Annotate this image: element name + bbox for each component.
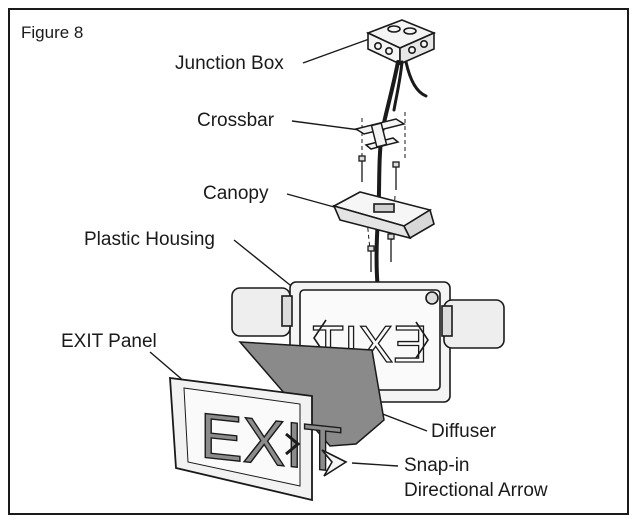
- snap-in-arrow: [321, 449, 348, 477]
- leader-snap-in-arrow: [351, 462, 399, 467]
- leader-junction-box: [302, 37, 373, 64]
- crossbar: [354, 118, 406, 150]
- panel-exit-text: EXIT: [200, 399, 342, 486]
- figure-label: Figure 8: [21, 23, 84, 42]
- screws: [358, 155, 400, 272]
- exit-panel: [169, 376, 313, 502]
- junction-box: [365, 19, 437, 66]
- label-directional-arrow: Directional Arrow: [404, 480, 548, 501]
- label-exit-panel: EXIT Panel: [61, 331, 157, 352]
- leader-plastic-housing: [233, 239, 291, 286]
- label-diffuser: Diffuser: [431, 421, 497, 442]
- leader-exit-panel: [149, 351, 186, 383]
- label-plastic-housing: Plastic Housing: [84, 229, 215, 250]
- supply-wires: [374, 60, 428, 305]
- label-crossbar: Crossbar: [197, 110, 275, 131]
- leader-crossbar: [291, 120, 361, 131]
- label-junction-box: Junction Box: [175, 53, 284, 74]
- label-snap-in: Snap-in: [404, 455, 470, 476]
- canopy: [331, 191, 435, 240]
- diffuser: [238, 341, 385, 447]
- label-canopy: Canopy: [203, 183, 269, 204]
